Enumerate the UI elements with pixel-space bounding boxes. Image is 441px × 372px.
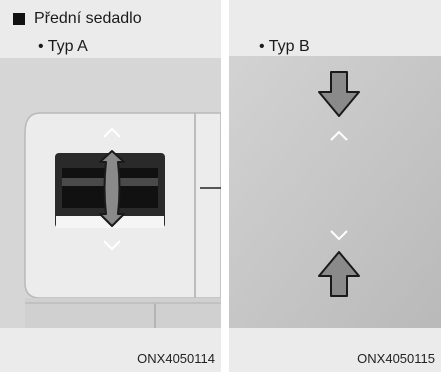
photo-typ-b <box>229 56 441 328</box>
panel-typ-b: • Typ B ONX4050115 <box>229 0 441 372</box>
chevron-up-icon <box>330 130 348 141</box>
variant-label-a: • Typ A <box>38 38 88 55</box>
arrow-down-icon <box>318 71 360 117</box>
section-title-text: Přední sedadlo <box>34 10 142 27</box>
square-bullet-icon <box>13 13 25 25</box>
rotate-arrows-icon <box>99 150 125 227</box>
section-title: Přední sedadlo <box>13 9 142 29</box>
chevron-up-icon <box>103 127 121 138</box>
arrow-up-icon <box>318 251 360 297</box>
figure-code-a: ONX4050114 <box>137 351 215 366</box>
photo-typ-a <box>0 58 221 328</box>
chevron-down-icon <box>330 230 348 241</box>
variant-label-b: • Typ B <box>259 38 310 55</box>
chevron-down-icon <box>103 240 121 251</box>
figure-code-b: ONX4050115 <box>357 351 435 366</box>
panel-typ-a: Přední sedadlo • Typ A ONX4050114 <box>0 0 221 372</box>
